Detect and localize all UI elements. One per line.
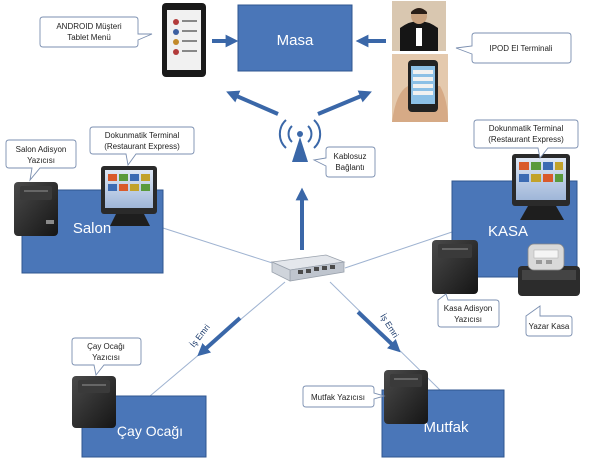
kablosuz-callout-line2: Bağlantı: [335, 163, 364, 172]
cay-printer-callout-bubble: [71, 337, 142, 377]
salon-terminal-callout-line1: Dokunmatik Terminal: [105, 131, 180, 140]
yazar-kasa-callout-text: Yazar Kasa: [529, 322, 570, 331]
kasa-terminal-callout-line1: Dokunmatik Terminal: [489, 124, 564, 133]
android-callout-bubble: [39, 16, 153, 48]
waiter-photo: [392, 1, 446, 51]
kasa-touch-terminal-icon: [512, 154, 570, 220]
wifi-antenna-icon: [278, 119, 322, 162]
cay-printer-callout-line2: Yazıcısı: [92, 353, 120, 362]
cay-ocagi-label: Çay Ocağı: [117, 423, 183, 439]
mutfak-printer-callout-text: Mutfak Yazıcısı: [311, 393, 365, 402]
mutfak-printer-icon: [384, 370, 428, 424]
yazar-kasa-callout-bubble: [525, 305, 573, 337]
salon-printer-callout-line1: Salon Adisyon: [16, 145, 67, 154]
arrow-wifi-to-tablet: [226, 90, 279, 116]
line-to-salon: [162, 227, 289, 269]
ipod-hand-icon: [392, 54, 448, 122]
salon-label: Salon: [73, 220, 111, 237]
arrow-is-emri-mutfak: [356, 310, 401, 353]
kasa-printer-callout-line1: Kasa Adisyon: [444, 304, 492, 313]
network-switch-icon: [270, 254, 346, 282]
kasa-terminal-callout-bubble: [473, 119, 579, 160]
android-callout-line2: Tablet Menü: [67, 33, 111, 42]
android-callout-line1: ANDROID Müşteri: [56, 22, 122, 31]
salon-printer-callout-bubble: [5, 139, 77, 182]
salon-terminal-callout-line2: (Restaurant Express): [104, 142, 180, 151]
salon-touch-terminal-icon: [101, 166, 157, 226]
arrow-is-emri-cay: [197, 316, 242, 357]
mutfak-printer-callout-bubble: [302, 385, 386, 408]
salon-printer-icon: [14, 182, 58, 236]
arrow-wifi-to-ipod: [317, 90, 372, 116]
mutfak-label: Mutfak: [423, 419, 469, 436]
kasa-label: KASA: [488, 223, 528, 240]
kablosuz-callout-line1: Kablosuz: [334, 152, 367, 161]
kasa-printer-callout-bubble: [437, 293, 500, 328]
ipod-callout-text: IPOD El Terminali: [490, 44, 553, 53]
cay-printer-callout-line1: Çay Ocağı: [87, 342, 125, 351]
salon-printer-callout-line2: Yazıcısı: [27, 156, 55, 165]
ipod-callout-bubble: [455, 32, 572, 64]
masa-box: [237, 4, 353, 72]
cay-ocagi-printer-icon: [72, 376, 116, 428]
android-tablet-icon: [162, 3, 206, 77]
kasa-printer-icon: [432, 240, 478, 294]
kablosuz-callout-bubble: [312, 146, 376, 178]
salon-terminal-callout-bubble: [89, 126, 195, 167]
masa-label: Masa: [277, 32, 314, 49]
kasa-terminal-callout-line2: (Restaurant Express): [488, 135, 564, 144]
line-to-kasa: [344, 231, 453, 269]
kasa-printer-callout-line2: Yazıcısı: [454, 315, 482, 324]
cash-register-icon: [518, 243, 580, 296]
